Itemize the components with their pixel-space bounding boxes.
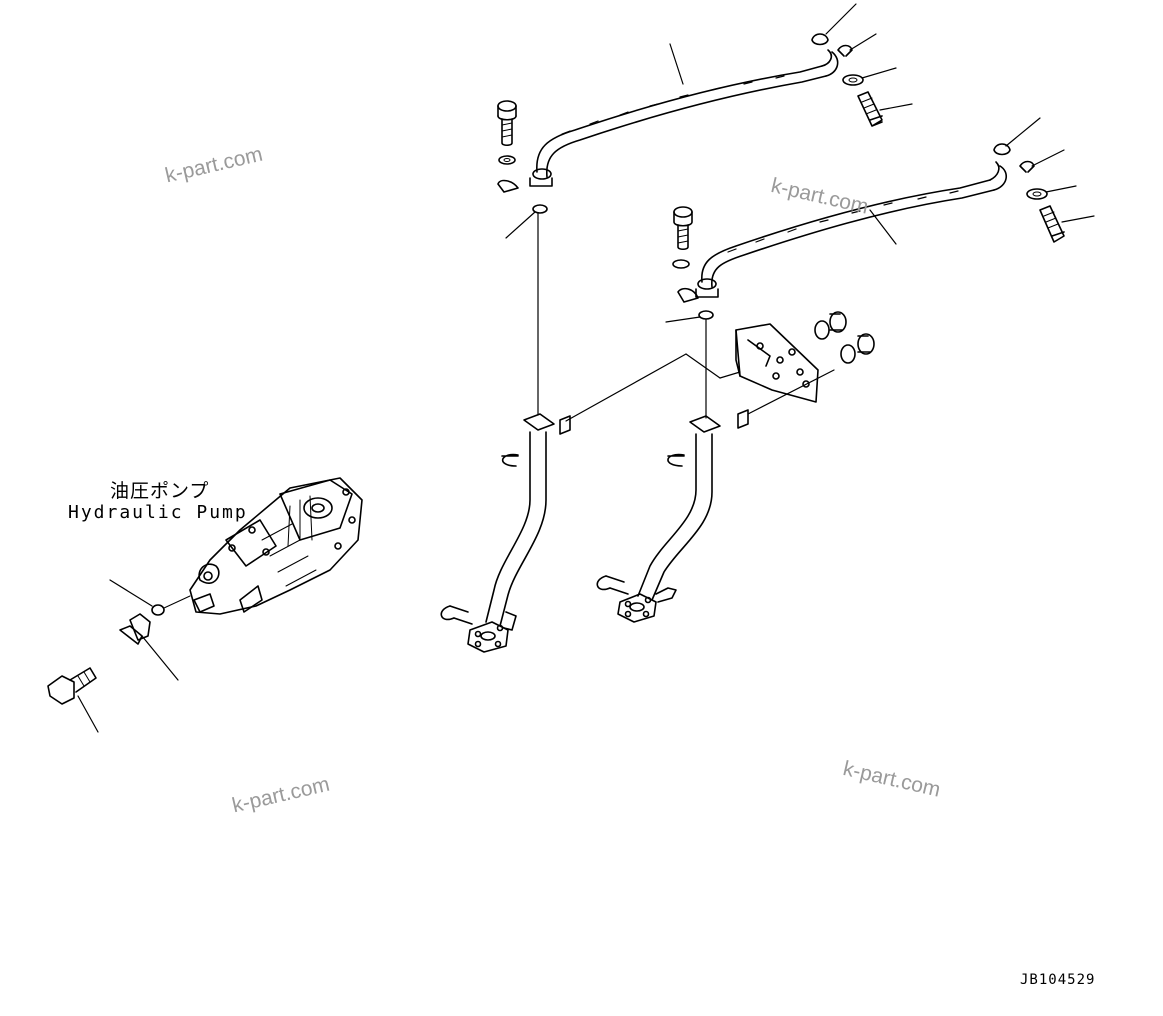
spacers [814, 311, 875, 364]
fittings-right-end [993, 117, 1095, 243]
o-ring-upper-left [532, 204, 548, 214]
clamp-pump [119, 613, 179, 681]
leader-hose-right [869, 209, 897, 245]
drawing-code: JB104529 [1020, 972, 1096, 988]
fittings-upper-left-end [811, 3, 913, 127]
u-bolt-left-upper [501, 453, 519, 467]
o-ring-pump [151, 604, 165, 616]
leader-hose-left [669, 43, 684, 85]
flange-block-right [617, 593, 657, 623]
flange-block-left [467, 621, 509, 653]
hydraulic-pump [189, 477, 363, 615]
pump-label-japanese: 油圧ポンプ [110, 480, 210, 502]
washer-right [672, 259, 690, 269]
tube-right [637, 409, 749, 601]
tube-left [485, 413, 571, 627]
bolt-right [673, 206, 693, 251]
u-bolt-right-lower [596, 575, 629, 595]
bracket-plate [735, 323, 819, 403]
pump-label-english: Hydraulic Pump [68, 502, 248, 523]
bolt-upper-left [497, 100, 517, 147]
hose-assembly-left [529, 49, 839, 187]
u-bolt-left-lower [440, 605, 473, 625]
clamp-right [677, 287, 699, 303]
u-bolt-right-upper [667, 453, 685, 467]
bolt-pump [47, 667, 99, 733]
clamp-upper-left [497, 179, 519, 193]
hose-assembly-right [695, 161, 1007, 298]
o-ring-right [698, 310, 714, 320]
washer-upper-left [498, 155, 516, 165]
